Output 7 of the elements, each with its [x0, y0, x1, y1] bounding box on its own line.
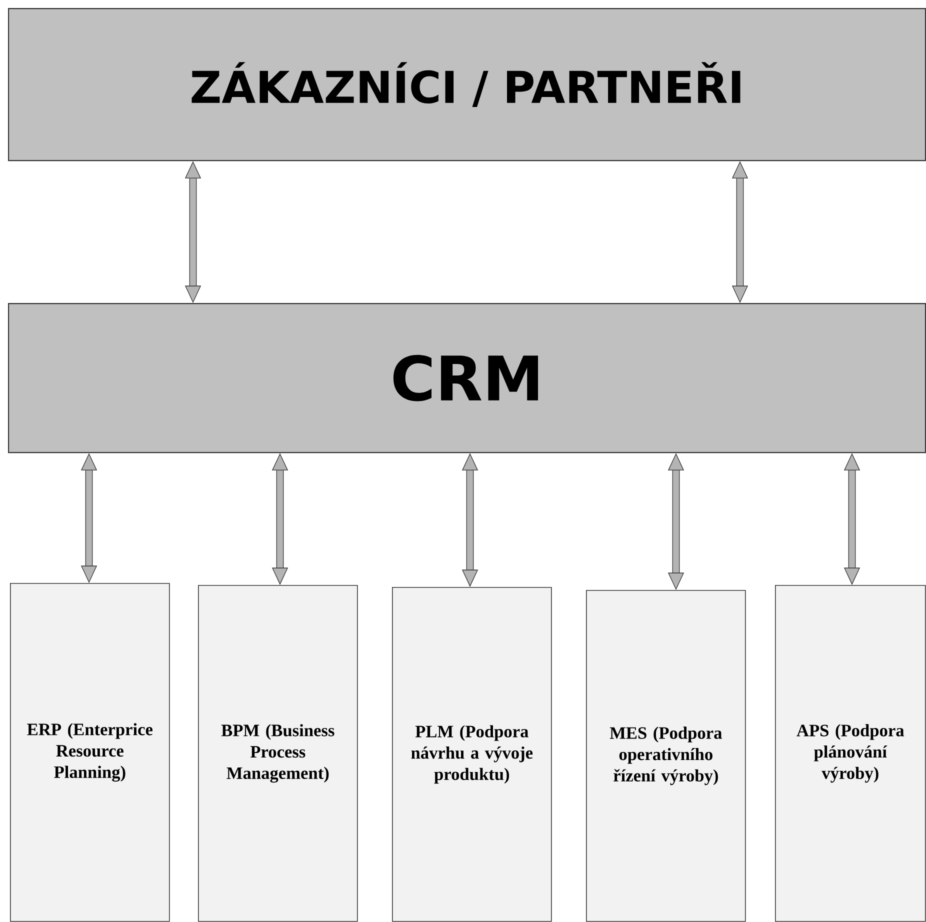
system-box: ERP (Enterprice Resource Planning) [10, 583, 170, 922]
system-box: BPM (Business Process Management) [198, 585, 358, 922]
band-box: CRM [8, 303, 926, 454]
system-box: MES (Podpora operativního řízení výroby) [586, 590, 746, 922]
system-box: APS (Podpora plánování výroby) [775, 585, 926, 922]
band-box: ZÁKAZNÍCI / PARTNEŘI [8, 8, 926, 162]
system-box: PLM (Podpora návrhu a vývoje produktu) [392, 587, 552, 922]
